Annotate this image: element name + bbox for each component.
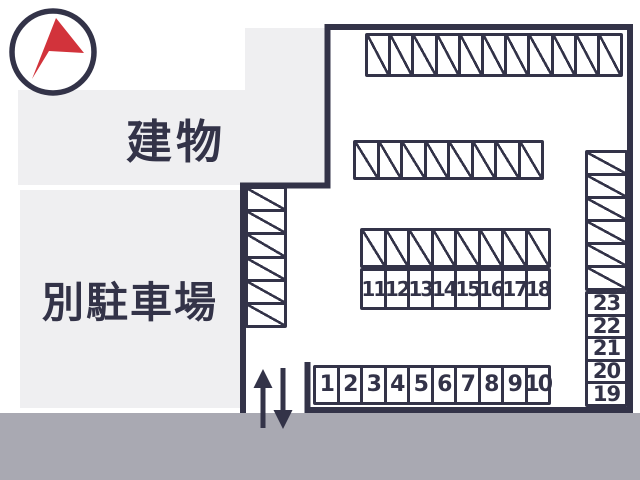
parking-space-19: 19	[585, 381, 628, 407]
parking-space-23: 23	[585, 291, 628, 317]
hatched-space	[524, 228, 551, 268]
parking-space-21: 21	[585, 336, 628, 362]
parking-space-3: 3	[360, 365, 387, 405]
parking-column-right-hatched	[585, 150, 628, 291]
parking-space-18: 18	[524, 268, 552, 310]
hatched-space	[353, 140, 380, 180]
hatched-space	[573, 33, 600, 77]
parking-space-10: 10	[524, 365, 553, 405]
hatched-space	[245, 278, 287, 305]
parking-space-5: 5	[407, 365, 434, 405]
parking-space-7: 7	[454, 365, 481, 405]
parking-column-left-hatched	[245, 186, 287, 329]
parking-space-13: 13	[407, 268, 434, 310]
hatched-space	[245, 301, 287, 329]
hatched-space	[407, 228, 434, 268]
hatched-space	[527, 33, 554, 77]
hatched-space	[411, 33, 438, 77]
hatched-space	[501, 228, 528, 268]
hatched-space	[596, 33, 624, 77]
wall-top-right-bottom	[304, 24, 633, 413]
hatched-space	[585, 265, 628, 291]
parking-space-11: 11	[360, 268, 387, 310]
hatched-space	[454, 228, 481, 268]
parking-space-1: 1	[313, 365, 340, 405]
hatched-space	[245, 255, 287, 282]
hatched-space	[550, 33, 577, 77]
hatched-space	[517, 140, 544, 180]
annex-parking-area: 別駐車場	[20, 190, 240, 408]
hatched-space	[400, 140, 427, 180]
building-area	[18, 90, 246, 185]
parking-row-second-hatched	[353, 140, 544, 180]
road	[0, 413, 640, 480]
hatched-space	[494, 140, 521, 180]
hatched-space	[447, 140, 474, 180]
hatched-space	[360, 228, 387, 268]
building-area-extension	[245, 28, 325, 185]
parking-space-15: 15	[454, 268, 481, 310]
hatched-space	[245, 232, 287, 259]
annex-parking-label: 別駐車場	[41, 277, 218, 327]
parking-row-mid-hatched	[360, 228, 551, 268]
hatched-space	[434, 33, 461, 77]
parking-row-top-hatched	[365, 33, 624, 77]
building-label: 建物	[126, 115, 226, 169]
parking-space-17: 17	[501, 268, 528, 310]
